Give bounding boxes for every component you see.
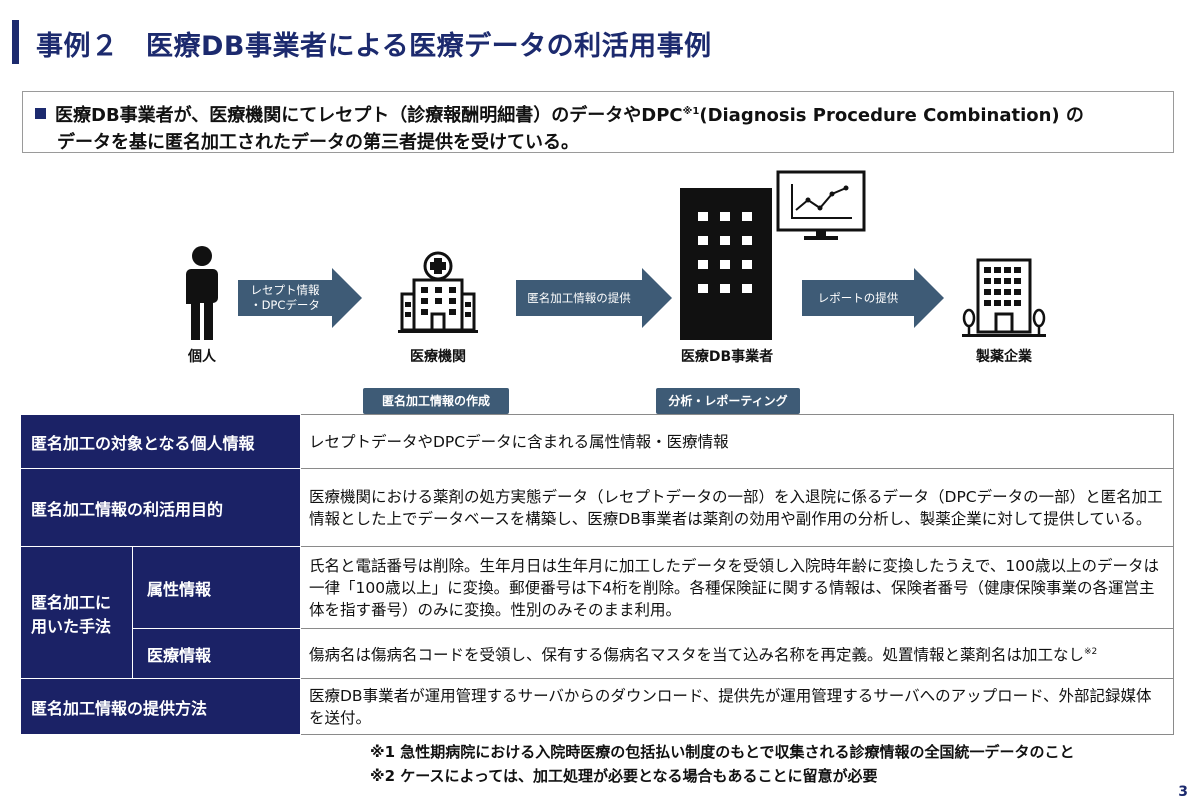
arrow-label-provision: 匿名加工情報の提供 xyxy=(527,291,631,305)
footnotes: ※1 急性期病院における入院時医療の包括払い制度のもとで収集される診療情報の全国… xyxy=(370,740,1075,788)
title-accent-bar xyxy=(12,20,19,64)
summary-line-2: データを基に匿名加工されたデータの第三者提供を受けている。 xyxy=(57,132,579,153)
summary-line-1: 医療DB事業者が、医療機関にてレセプト（診療報酬明細書）のデータやDPC※1(D… xyxy=(33,98,1163,129)
table-row-provision: 匿名加工情報の提供方法 医療DB事業者が運用管理するサーバからのダウンロード、提… xyxy=(20,678,1174,735)
office-building-icon xyxy=(680,188,772,340)
arrow-report-provision: レポートの提供 xyxy=(802,268,944,328)
process-pill-analysis: 分析・レポーティング xyxy=(656,388,800,414)
page-number: 3 xyxy=(1178,784,1188,800)
summary-box: 医療DB事業者が、医療機関にてレセプト（診療報酬明細書）のデータやDPC※1(D… xyxy=(22,91,1174,153)
table-header-target: 匿名加工の対象となる個人情報 xyxy=(20,414,301,469)
person-icon xyxy=(186,246,218,340)
square-bullet-icon xyxy=(35,108,46,119)
arrow-label-dpc: ・DPCデータ xyxy=(250,298,320,312)
table-cell-medical: 傷病名は傷病名コードを受領し、保有する傷病名マスタを当て込み名称を再定義。処置情… xyxy=(300,628,1174,679)
table-header-provision: 匿名加工情報の提供方法 xyxy=(20,678,301,735)
table-cell-attribute: 氏名と電話番号は削除。生年月日は生年月に加工したデータを受領し入院時年齢に変換し… xyxy=(300,546,1174,629)
table-subheader-attribute: 属性情報 xyxy=(132,546,301,629)
table-row-purpose: 匿名加工情報の利活用目的 医療機関における薬剤の処方実態データ（レセプトデータの… xyxy=(20,468,1174,547)
actor-label-individual: 個人 xyxy=(188,349,216,365)
table-header-purpose: 匿名加工情報の利活用目的 xyxy=(20,468,301,547)
hospital-icon xyxy=(398,251,478,333)
table-header-method: 匿名加工に 用いた手法 xyxy=(20,546,133,679)
table-cell-target: レセプトデータやDPCデータに含まれる属性情報・医療情報 xyxy=(300,414,1174,469)
monitor-chart-icon xyxy=(776,170,866,240)
actor-label-pharma: 製薬企業 xyxy=(976,349,1032,365)
arrow-receipt-dpc: レセプト情報 ・DPCデータ xyxy=(238,268,362,328)
page-title: 事例２ 医療DB事業者による医療データの利活用事例 xyxy=(36,31,712,62)
table-cell-provision: 医療DB事業者が運用管理するサーバからのダウンロード、提供先が運用管理するサーバ… xyxy=(300,678,1174,735)
actor-label-hospital: 医療機関 xyxy=(410,349,466,365)
arrow-label-receipt: レセプト情報 xyxy=(250,283,320,297)
info-table: 匿名加工の対象となる個人情報 レセプトデータやDPCデータに含まれる属性情報・医… xyxy=(20,414,1174,735)
table-cell-purpose: 医療機関における薬剤の処方実態データ（レセプトデータの一部）を入退院に係るデータ… xyxy=(300,468,1174,547)
actor-label-db-operator: 医療DB事業者 xyxy=(680,349,774,365)
footnote-2: ※2 ケースによっては、加工処理が必要となる場合もあることに留意が必要 xyxy=(370,767,878,785)
table-row-target: 匿名加工の対象となる個人情報 レセプトデータやDPCデータに含まれる属性情報・医… xyxy=(20,414,1174,469)
table-row-attribute: 匿名加工に 用いた手法 属性情報 氏名と電話番号は削除。生年月日は生年月に加工し… xyxy=(20,546,1174,679)
process-pill-creation: 匿名加工情報の作成 xyxy=(363,388,509,414)
footnote-1: ※1 急性期病院における入院時医療の包括払い制度のもとで収集される診療情報の全国… xyxy=(370,743,1075,761)
table-subheader-medical: 医療情報 xyxy=(132,628,301,679)
arrow-label-report: レポートの提供 xyxy=(817,291,899,305)
arrow-anonymized-provision: 匿名加工情報の提供 xyxy=(516,268,672,328)
factory-building-icon xyxy=(962,258,1046,337)
table-row-medical: 医療情報 傷病名は傷病名コードを受領し、保有する傷病名マスタを当て込み名称を再定… xyxy=(21,628,1174,679)
